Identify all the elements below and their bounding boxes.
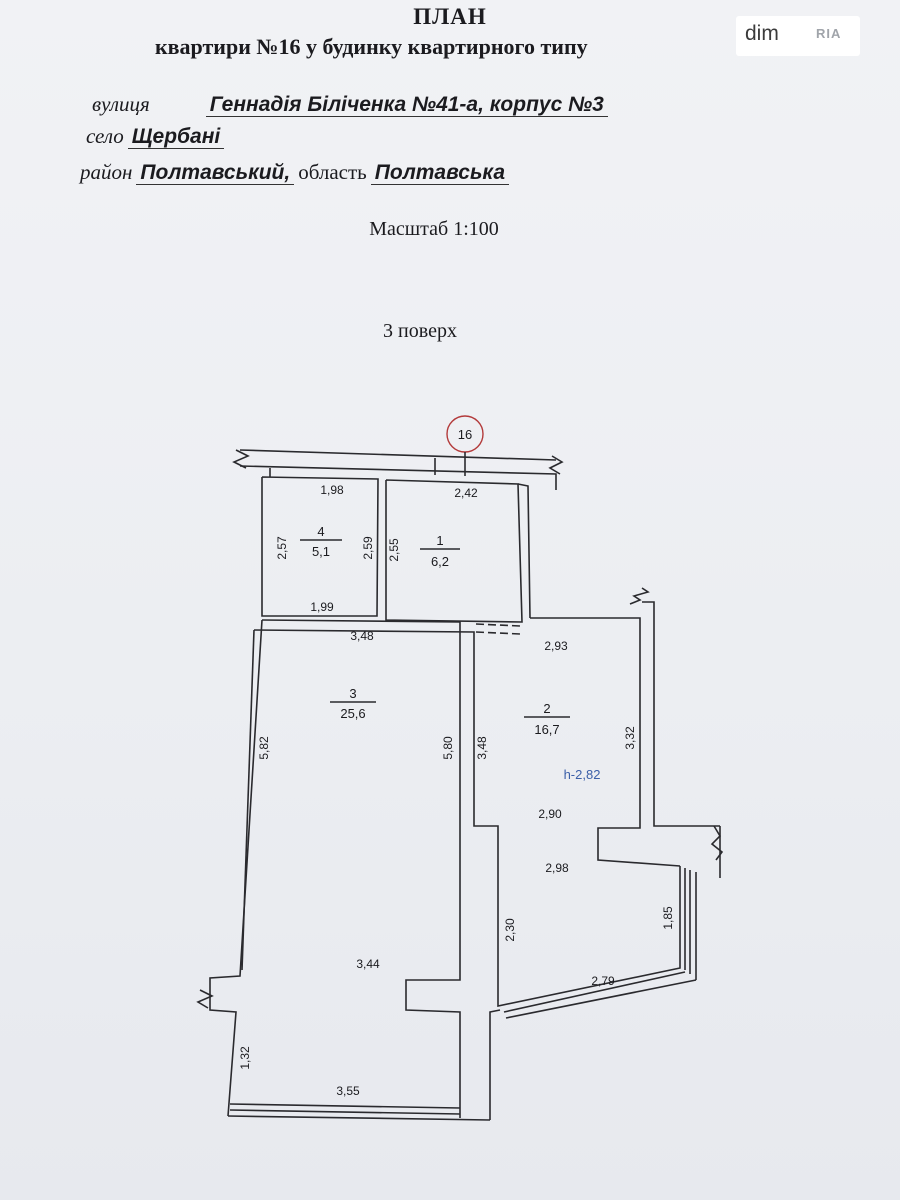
region-value: Полтавська	[370, 161, 510, 185]
corridor-wall-outer	[239, 449, 557, 461]
dim-room4-top: 1,98	[320, 483, 344, 497]
dim-room3-right: 5,80	[441, 736, 455, 760]
room3-left-wall	[209, 619, 263, 1117]
window-bottom-1	[503, 971, 686, 1013]
dim-room1-left: 2,55	[387, 538, 401, 562]
balcony-rail-2	[229, 1109, 461, 1115]
room3-number: 3	[349, 686, 356, 701]
ceiling-height-note: h-2,82	[564, 767, 601, 782]
dim-balcony-left: 1,32	[238, 1046, 252, 1070]
room1-number: 1	[436, 533, 443, 548]
district-value: Полтавський,	[136, 161, 295, 185]
room2-right-wall	[530, 617, 681, 867]
break-mark-left-mid	[196, 989, 214, 1009]
village-label: село	[86, 124, 124, 148]
room4-area: 5,1	[312, 544, 330, 559]
dim-room4-bottom: 1,99	[310, 600, 334, 614]
dim-room3-top: 3,48	[350, 629, 374, 643]
dim-room4-right: 2,59	[361, 536, 375, 560]
document-title: ПЛАН	[413, 4, 487, 29]
street-label: вулиця	[92, 92, 150, 116]
dim-room2-right: 3,32	[623, 726, 637, 750]
dimria-watermark: dim RIA	[736, 16, 860, 56]
balcony-rail-1	[229, 1103, 461, 1109]
balcony-rail-3	[227, 1115, 491, 1121]
break-mark-right-upper	[629, 587, 650, 605]
room1-outline	[385, 479, 523, 623]
village-value: Щербані	[127, 125, 225, 149]
apartment-marker-number: 16	[458, 427, 472, 442]
room4-number: 4	[317, 524, 324, 539]
room3-area: 25,6	[340, 706, 365, 721]
dim-room3-lower: 3,44	[356, 957, 380, 971]
dim-room2-lower: 2,98	[545, 861, 569, 875]
ria-logo-icon: RIA	[816, 26, 842, 41]
dim-room2-left: 3,48	[475, 736, 489, 760]
floor-label: 3 поверх	[383, 320, 457, 342]
district-line: район Полтавський, область Полтавська	[80, 160, 510, 185]
village-line: село Щербані	[86, 124, 225, 149]
district-label: район	[80, 160, 133, 184]
dim-balcony-bottom: 3,55	[336, 1084, 360, 1098]
watermark-brand: dim	[745, 22, 779, 45]
street-value: Геннадія Біліченка №41-а, корпус №3	[205, 93, 608, 117]
window-bottom-2	[505, 979, 697, 1019]
dim-room2-lower-left: 2,30	[503, 918, 517, 942]
room2-number: 2	[543, 701, 550, 716]
room2-outer-right	[642, 601, 720, 827]
break-mark-left-top	[232, 449, 250, 469]
dim-room2-mid: 2,90	[538, 807, 562, 821]
door-dashed-1	[475, 623, 521, 627]
dim-room2-lower-right: 1,85	[661, 906, 675, 930]
room2-lower-outline	[497, 858, 681, 1007]
room3-right-wall	[261, 619, 461, 1118]
door-dashed-2	[475, 631, 521, 635]
break-mark-right-top	[548, 455, 564, 475]
dim-room1-top: 2,42	[454, 486, 478, 500]
room1-wall-right	[517, 483, 531, 619]
dim-room2-top: 2,93	[544, 639, 568, 653]
dim-room3-left: 5,82	[257, 736, 271, 760]
scale-label: Масштаб 1:100	[369, 218, 499, 240]
balcony-right-wall	[489, 1009, 501, 1120]
corridor-wall-inner	[239, 465, 557, 490]
dim-room2-bottom: 2,79	[591, 974, 615, 988]
region-label: область	[298, 160, 367, 184]
room1-area: 6,2	[431, 554, 449, 569]
room3-left-inner	[241, 629, 255, 971]
room2-area: 16,7	[534, 722, 559, 737]
document-subtitle: квартири №16 у будинку квартирного типу	[155, 34, 588, 59]
room4-outline	[261, 476, 379, 617]
street-line: вулиця Геннадія Біліченка №41-а, корпус …	[92, 92, 608, 117]
room3-inner-right	[253, 629, 499, 858]
dim-room4-left: 2,57	[275, 536, 289, 560]
